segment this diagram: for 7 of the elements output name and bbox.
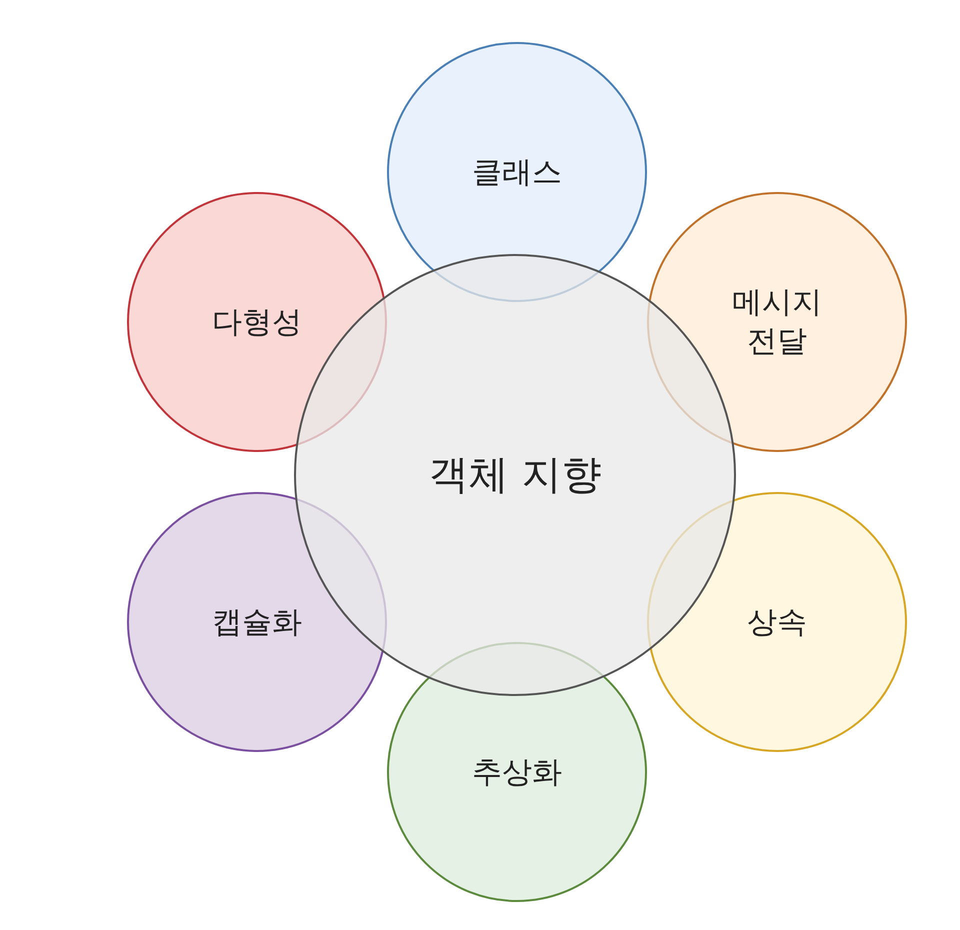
concept-label: 다형성 [212, 304, 302, 342]
concept-label: 추상화 [472, 754, 562, 792]
concept-label: 상속 [747, 604, 807, 642]
concept-label: 클래스 [472, 154, 562, 192]
concept-label: 메시지 전달 [732, 284, 822, 361]
main-topic-label: 객체 지향 [428, 451, 602, 500]
concept-label: 캡슐화 [212, 604, 302, 642]
